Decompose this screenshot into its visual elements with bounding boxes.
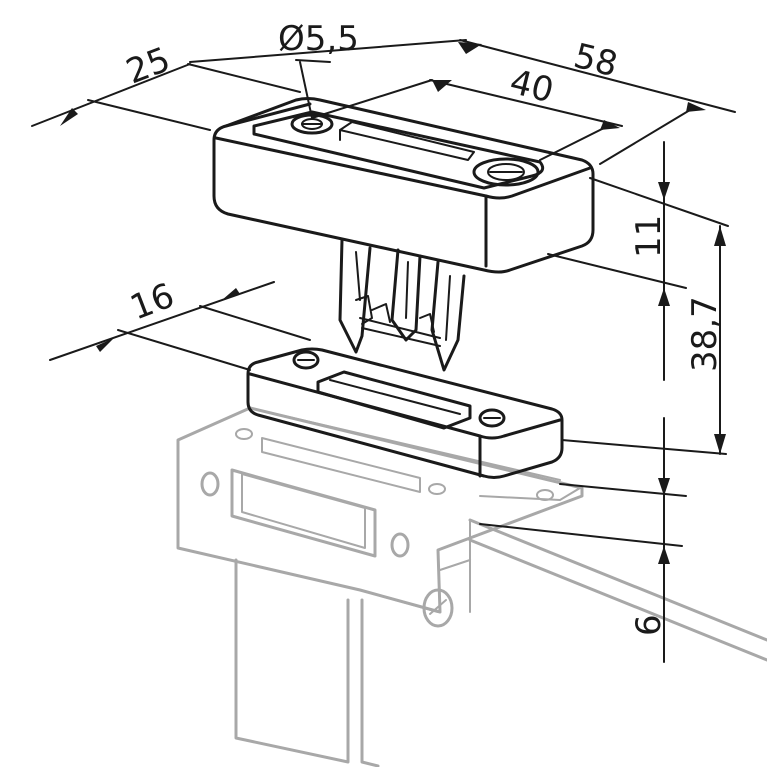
dim-width-overall: 25 xyxy=(121,40,176,93)
mounting-bracket xyxy=(176,406,767,767)
dim-width-base: 16 xyxy=(125,276,180,329)
actuator-tongue xyxy=(338,238,466,372)
base-screw-right xyxy=(478,408,506,428)
dim-hole-diameter: Ø5,5 xyxy=(278,19,359,59)
dim-length-overall: 58 xyxy=(570,36,622,85)
dimension-lines xyxy=(31,39,736,663)
base-screw-left xyxy=(292,350,320,370)
dim-height-actuator: 11 xyxy=(629,215,669,258)
screw-head-right xyxy=(472,157,540,187)
dim-hole-spacing: 40 xyxy=(506,62,558,111)
dim-height-total: 38,7 xyxy=(685,296,725,372)
actuator-body xyxy=(212,97,595,274)
dim-mount-offset: 6 xyxy=(629,614,669,636)
switch-base xyxy=(246,347,564,479)
